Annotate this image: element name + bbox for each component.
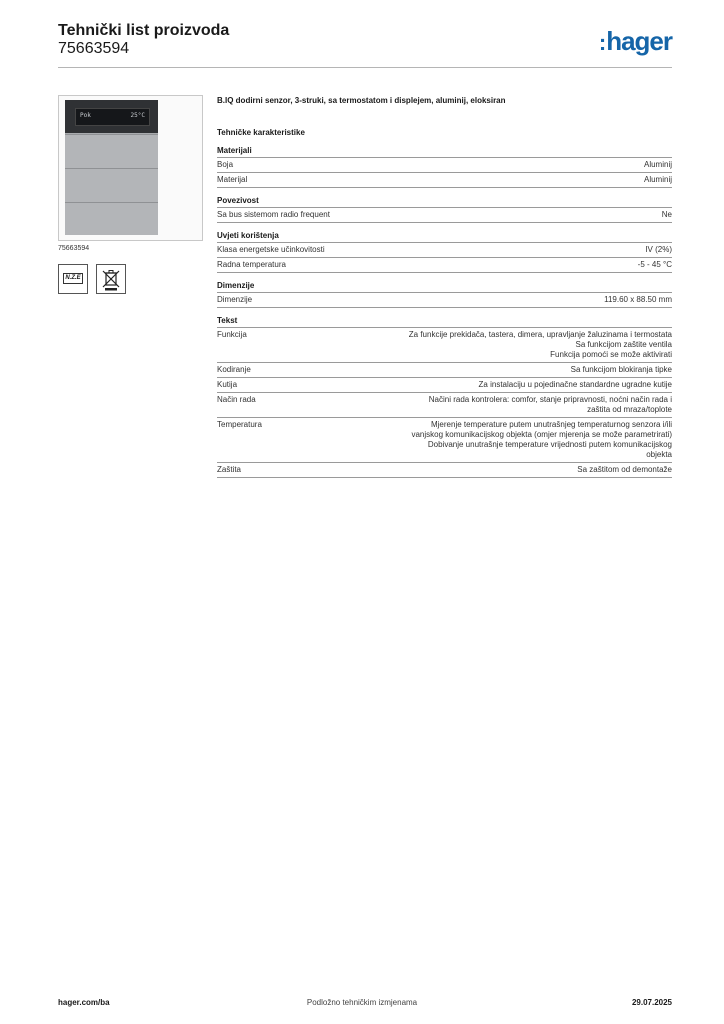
- spec-key: Sa bus sistemom radio frequent: [217, 210, 330, 219]
- group-heading: Tekst: [217, 315, 672, 328]
- spec-value: Ne: [661, 210, 672, 219]
- lcd-right-text: 25°C: [130, 112, 145, 119]
- spec-key: Klasa energetske učinkovitosti: [217, 245, 325, 254]
- hager-logo: :hager: [598, 26, 673, 58]
- page-title: Tehnički list proizvoda: [58, 22, 230, 39]
- footer-website: hager.com/ba: [58, 998, 110, 1007]
- display-strip: Pok 25°C: [65, 100, 158, 133]
- rocker-2: [65, 168, 158, 202]
- spec-value: Sa zaštitom od demontaže: [577, 465, 672, 474]
- spec-row: Radna temperatura -5 - 45 °C: [217, 258, 672, 273]
- spec-value: Za funkcije prekidača, tastera, dimera, …: [408, 330, 672, 359]
- rocker-3: [65, 202, 158, 235]
- spec-value: Mjerenje temperature putem unutrašnjeg t…: [411, 420, 672, 459]
- spec-value: Za instalaciju u pojedinačne standardne …: [478, 380, 672, 389]
- device-illustration: Pok 25°C: [65, 100, 158, 235]
- spec-key: Način rada: [217, 395, 256, 404]
- image-caption: 75663594: [58, 245, 90, 252]
- spec-row: Klasa energetske učinkovitosti IV (2%): [217, 243, 672, 258]
- header-divider: [58, 67, 672, 68]
- spec-key: Kutija: [217, 380, 238, 389]
- section-title: Tehničke karakteristike: [217, 128, 305, 137]
- spec-key: Radna temperatura: [217, 260, 286, 269]
- group-heading: Uvjeti korištenja: [217, 230, 672, 243]
- spec-value: Načini rada kontrolera: comfor, stanje p…: [428, 395, 672, 414]
- nzeb-icon: N.Z.E: [58, 264, 88, 294]
- spec-value: Aluminij: [643, 160, 672, 169]
- spec-row: Kodiranje Sa funkcijom blokiranja tipke: [217, 363, 672, 378]
- spec-key: Boja: [217, 160, 234, 169]
- rocker-1: [65, 134, 158, 168]
- spec-content: B.IQ dodirni senzor, 3-struki, sa termos…: [217, 95, 672, 478]
- footer-disclaimer: Podložno tehničkim izmjenama: [306, 998, 418, 1007]
- weee-bin-svg: [102, 270, 120, 291]
- spec-key: Funkcija: [217, 330, 247, 339]
- group-heading: Povezivost: [217, 195, 672, 208]
- spec-row: Kutija Za instalaciju u pojedinačne stand…: [217, 378, 672, 393]
- spec-value: Aluminij: [643, 175, 672, 184]
- spec-row: Materijal Aluminij: [217, 173, 672, 188]
- spec-key: Zaštita: [217, 465, 242, 474]
- spec-key: Materijal: [217, 175, 248, 184]
- spec-value: 119.60 x 88.50 mm: [604, 295, 672, 304]
- logo-text: hager: [606, 26, 673, 56]
- product-image: Pok 25°C: [58, 95, 203, 241]
- lcd-display: Pok 25°C: [75, 108, 150, 126]
- spec-key: Temperatura: [217, 420, 262, 429]
- group-heading: Materijali: [217, 145, 672, 158]
- spec-row: Dimenzije 119.60 x 88.50 mm: [217, 293, 672, 308]
- spec-value: Sa funkcijom blokiranja tipke: [570, 365, 672, 374]
- spec-row: Funkcija Za funkcije prekidača, tastera, …: [217, 328, 672, 363]
- spec-row: Temperatura Mjerenje temperature putem un…: [217, 418, 672, 463]
- logo-colon: :: [598, 30, 606, 55]
- footer-date: 29.07.2025: [631, 998, 672, 1007]
- lcd-left-text: Pok: [80, 112, 91, 119]
- nzeb-label: N.Z.E: [63, 273, 83, 284]
- weee-bin-icon: [96, 264, 126, 294]
- spec-row: Zaštita Sa zaštitom od demontaže: [217, 463, 672, 478]
- spec-value: -5 - 45 °C: [637, 260, 672, 269]
- spec-row: Boja Aluminij: [217, 158, 672, 173]
- spec-value: IV (2%): [645, 245, 672, 254]
- product-code: 75663594: [58, 40, 130, 57]
- spec-key: Dimenzije: [217, 295, 253, 304]
- group-heading: Dimenzije: [217, 280, 672, 293]
- spec-row: Način rada Načini rada kontrolera: comfor…: [217, 393, 672, 418]
- product-description: B.IQ dodirni senzor, 3-struki, sa termos…: [217, 96, 506, 105]
- spec-row: Sa bus sistemom radio frequent Ne: [217, 208, 672, 223]
- spec-key: Kodiranje: [217, 365, 251, 374]
